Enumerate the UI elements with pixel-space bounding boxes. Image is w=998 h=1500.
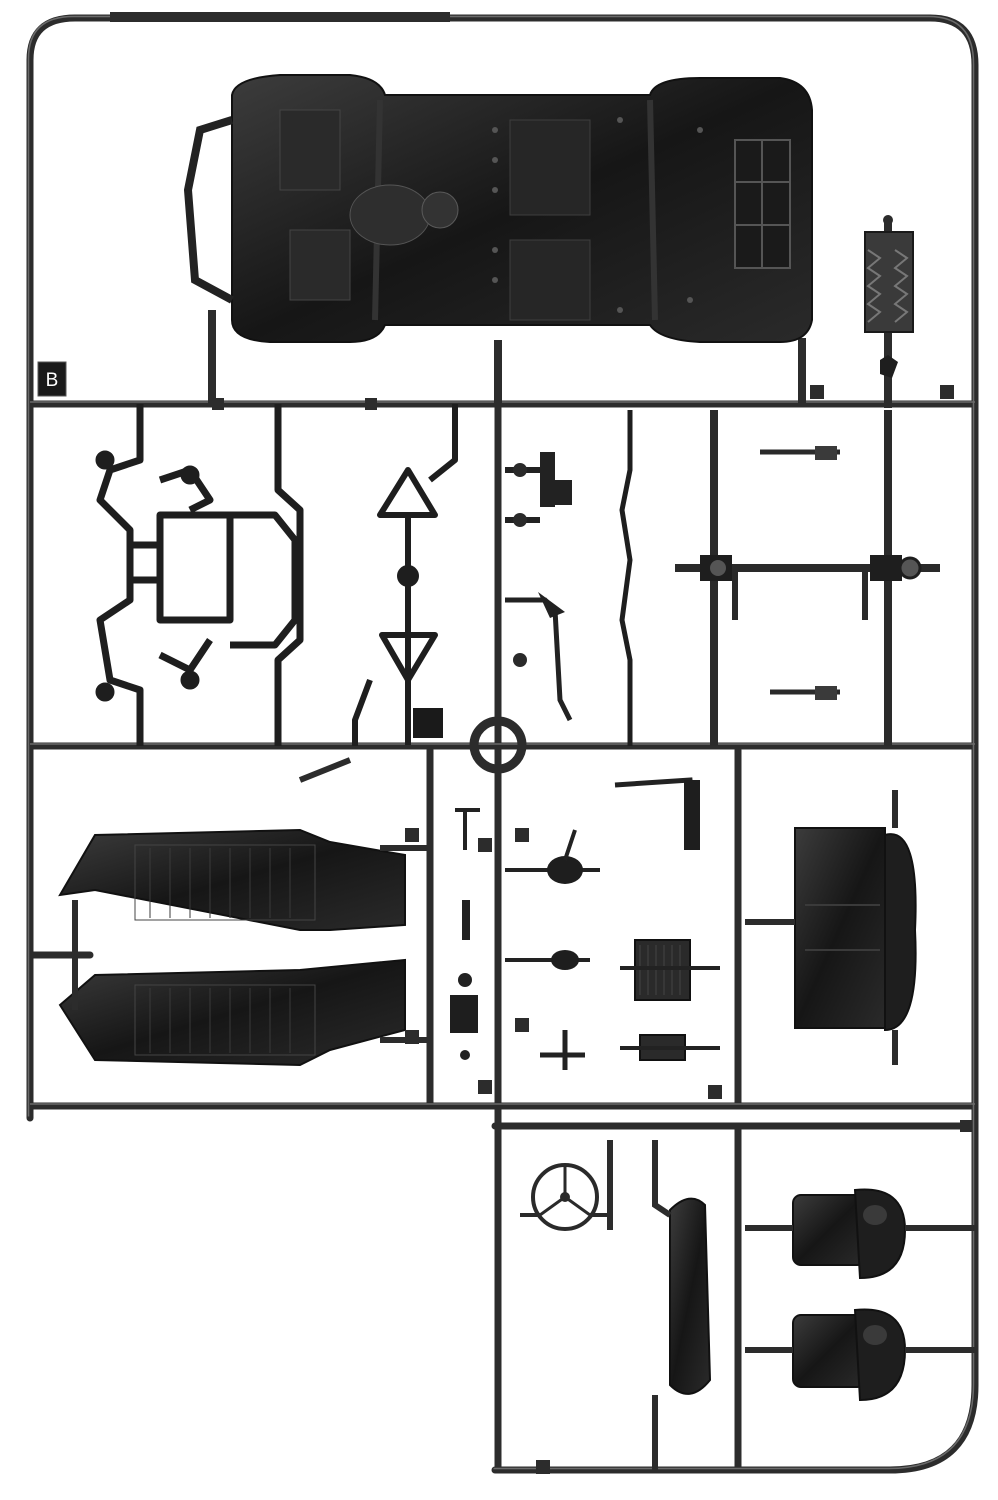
sprue-frame-highlight: [27, 15, 975, 1470]
spare-wheel-rim: [745, 790, 917, 1065]
sprue-frame: [26, 14, 979, 1474]
suspension-a-arms: [352, 404, 458, 746]
sprue-gate-knobs: [212, 385, 972, 1474]
radiator-grille: [864, 215, 914, 408]
engine-small-parts: [450, 777, 700, 1070]
front-seat-1: [745, 1188, 975, 1280]
left-running-board: [58, 828, 406, 931]
steering-column-parts: [505, 452, 573, 722]
tie-rod: [619, 410, 633, 746]
car-chassis-floor-pan: [183, 74, 813, 406]
right-running-board: [58, 958, 406, 1067]
radiator-core: [620, 939, 720, 1061]
door-panel: [652, 1140, 712, 1470]
sprue-top-bar: [110, 12, 450, 22]
front-seat-2: [745, 1308, 975, 1402]
sprue-label-text: B: [46, 370, 59, 391]
rear-axle: [675, 410, 940, 746]
steering-wheel: [520, 1140, 613, 1231]
sprue-label-tag: B: [37, 361, 67, 397]
front-axle-frame: [95, 404, 304, 746]
sprue-center-ring: [469, 716, 527, 774]
